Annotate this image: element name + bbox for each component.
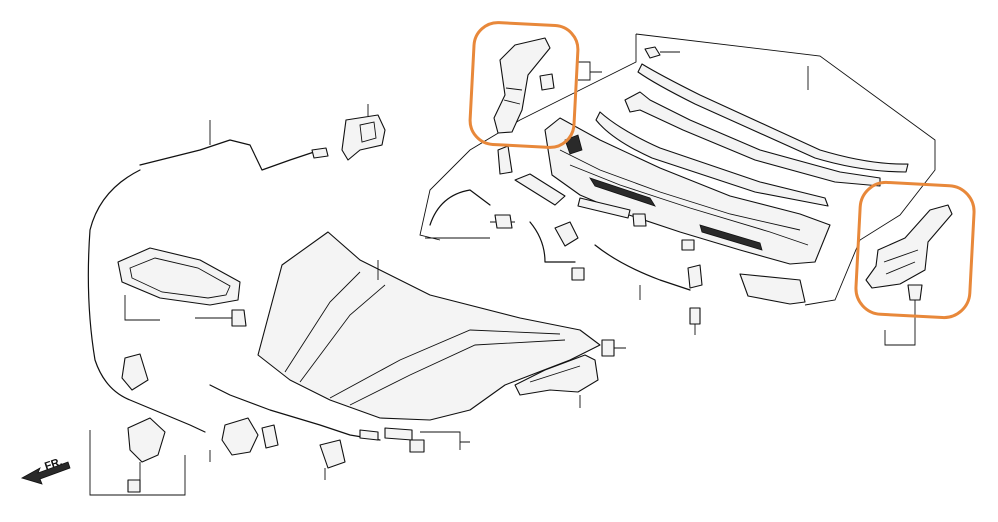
lock-plate: [384, 427, 413, 441]
latch-assembly: [221, 417, 259, 456]
cowl-fastener: [554, 221, 579, 247]
clips-and-bolts: [121, 189, 703, 391]
hinge-bolt: [687, 264, 703, 289]
clip-small-lower: [409, 439, 425, 453]
front-arrow-icon: [20, 461, 71, 485]
highlight-hinge-right: [854, 180, 976, 320]
cowl-top-seal: [637, 63, 909, 173]
clip-small: [644, 46, 661, 59]
cowl-bolt-a: [571, 267, 585, 281]
cowl-clip-b: [681, 239, 695, 251]
cowl-assembly-bracket-box: [419, 33, 936, 306]
hood-support-clip: [121, 353, 149, 391]
latch-bolt: [261, 424, 279, 449]
hood-hinge-arm-lower: [514, 339, 626, 408]
cable-end: [359, 429, 379, 441]
cowl-grille-parts: [497, 145, 806, 305]
hood-striker: [341, 104, 386, 161]
cowl-lower-seal: [595, 111, 829, 207]
highlight-hinge-left: [468, 21, 580, 149]
hood-seal-ring: [117, 247, 247, 327]
cowl-clip-left: [514, 173, 566, 206]
cowl-clip-a: [632, 213, 647, 227]
front-direction-indicator: FR.: [20, 456, 71, 485]
hood-hinge-left: [493, 37, 602, 134]
cowl-strip-small: [577, 197, 631, 219]
hood-release-cable: [87, 120, 381, 441]
cowl-side-trim: [739, 273, 806, 305]
front-direction-label: FR.: [43, 456, 64, 473]
hinge-bolt-lower: [689, 307, 701, 325]
release-handle: [319, 439, 346, 469]
hood-panel: [257, 231, 601, 421]
hood-hinge-right: [865, 204, 953, 346]
latch-cable-parts: [209, 417, 470, 480]
cowl-bracket-small: [497, 145, 513, 175]
hood-latch: [89, 417, 186, 496]
